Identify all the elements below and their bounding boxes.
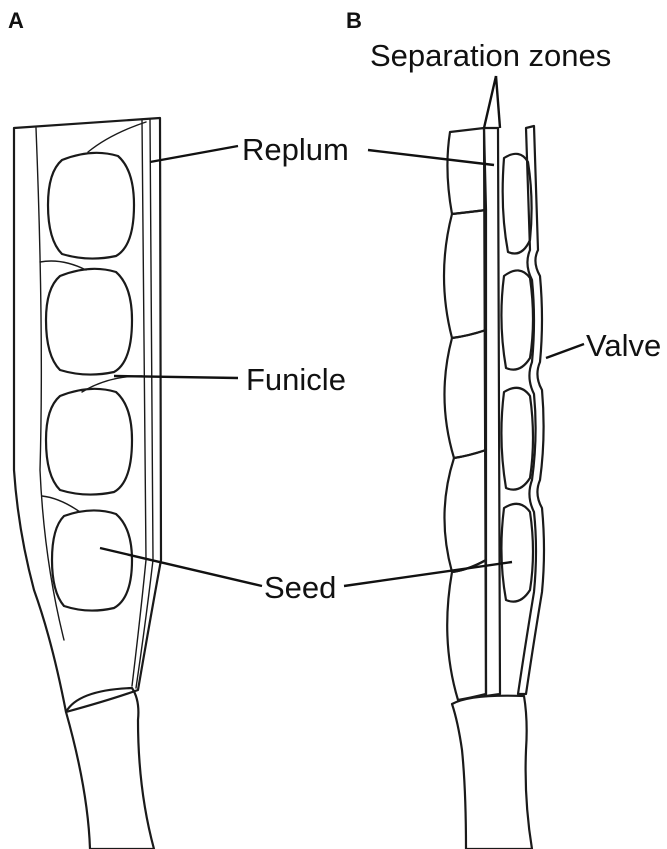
seed-a-1 <box>48 153 134 259</box>
label-valve: Valve <box>586 328 661 363</box>
valve-left-b <box>444 128 486 700</box>
leader-sep-zone-left <box>484 76 496 128</box>
label-separation-zones: Separation zones <box>370 38 611 73</box>
leader-valve <box>546 344 584 358</box>
valve-segment-3 <box>444 330 486 458</box>
seeds-a <box>46 153 134 611</box>
leader-sep-zone-right <box>496 76 500 128</box>
panel-a: A <box>8 8 262 849</box>
panel-b: B <box>344 8 584 849</box>
seed-a-4 <box>52 510 132 610</box>
seed-b-4 <box>501 504 533 602</box>
valve-segment-1 <box>447 128 486 214</box>
pedicel-b <box>452 696 532 849</box>
valve-segment-5 <box>447 560 486 700</box>
seed-a-2 <box>46 269 132 375</box>
seed-a-3 <box>46 389 132 495</box>
seed-b-3 <box>501 388 533 490</box>
valve-segment-2 <box>444 210 486 338</box>
label-seed: Seed <box>264 570 336 605</box>
replum-inner-left <box>36 128 64 640</box>
funicle-1 <box>88 122 146 152</box>
leader-replum-b <box>368 150 494 165</box>
label-funicle: Funicle <box>246 362 346 397</box>
leader-replum <box>150 146 238 162</box>
funicle-2 <box>40 261 86 270</box>
seed-b-2 <box>501 270 533 369</box>
pedicel-a <box>66 688 154 849</box>
leader-seed-a <box>100 548 262 586</box>
leader-funicle <box>114 376 238 378</box>
label-replum: Replum <box>242 132 349 167</box>
panel-a-letter: A <box>8 8 24 33</box>
funicle-4 <box>42 496 80 512</box>
valve-segment-4 <box>444 450 486 572</box>
panel-b-letter: B <box>346 8 362 33</box>
